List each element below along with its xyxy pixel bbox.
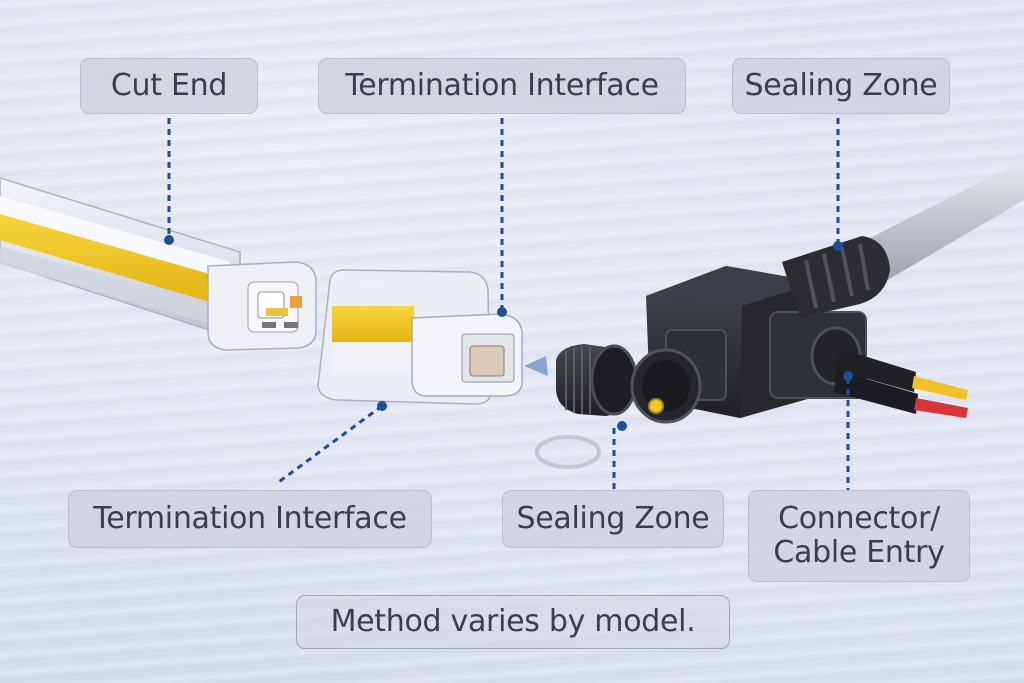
label-sealing-zone-top: Sealing Zone [732, 58, 950, 114]
label-connector-cable-entry-line1: Connector/ [778, 500, 940, 536]
output-wires [834, 348, 968, 418]
leader-dots [164, 235, 853, 431]
method-note-text: Method varies by model. [330, 603, 696, 639]
label-sealing-zone-bottom-text: Sealing Zone [516, 500, 710, 536]
label-termination-interface-bottom-text: Termination Interface [93, 500, 407, 536]
label-termination-interface-bottom: Termination Interface [68, 490, 432, 548]
label-cut-end: Cut End [80, 58, 258, 114]
insertion-arrow-icon [524, 356, 548, 376]
strain-relief-cable [782, 160, 1024, 318]
label-termination-interface-top-text: Termination Interface [345, 67, 659, 103]
label-connector-cable-entry: Connector/ Cable Entry [748, 490, 970, 582]
method-note: Method varies by model. [296, 595, 730, 649]
led-strip [0, 177, 317, 351]
o-ring-seal [535, 435, 601, 469]
label-sealing-zone-bottom: Sealing Zone [502, 490, 724, 548]
label-connector-cable-entry-line2: Cable Entry [773, 535, 945, 570]
termination-end-cap [317, 269, 523, 405]
label-termination-interface-top: Termination Interface [318, 58, 686, 114]
threaded-sealing-cap [556, 344, 638, 416]
label-sealing-zone-top-text: Sealing Zone [744, 67, 938, 103]
label-cut-end-text: Cut End [110, 67, 228, 103]
leader-lines [167, 118, 850, 490]
